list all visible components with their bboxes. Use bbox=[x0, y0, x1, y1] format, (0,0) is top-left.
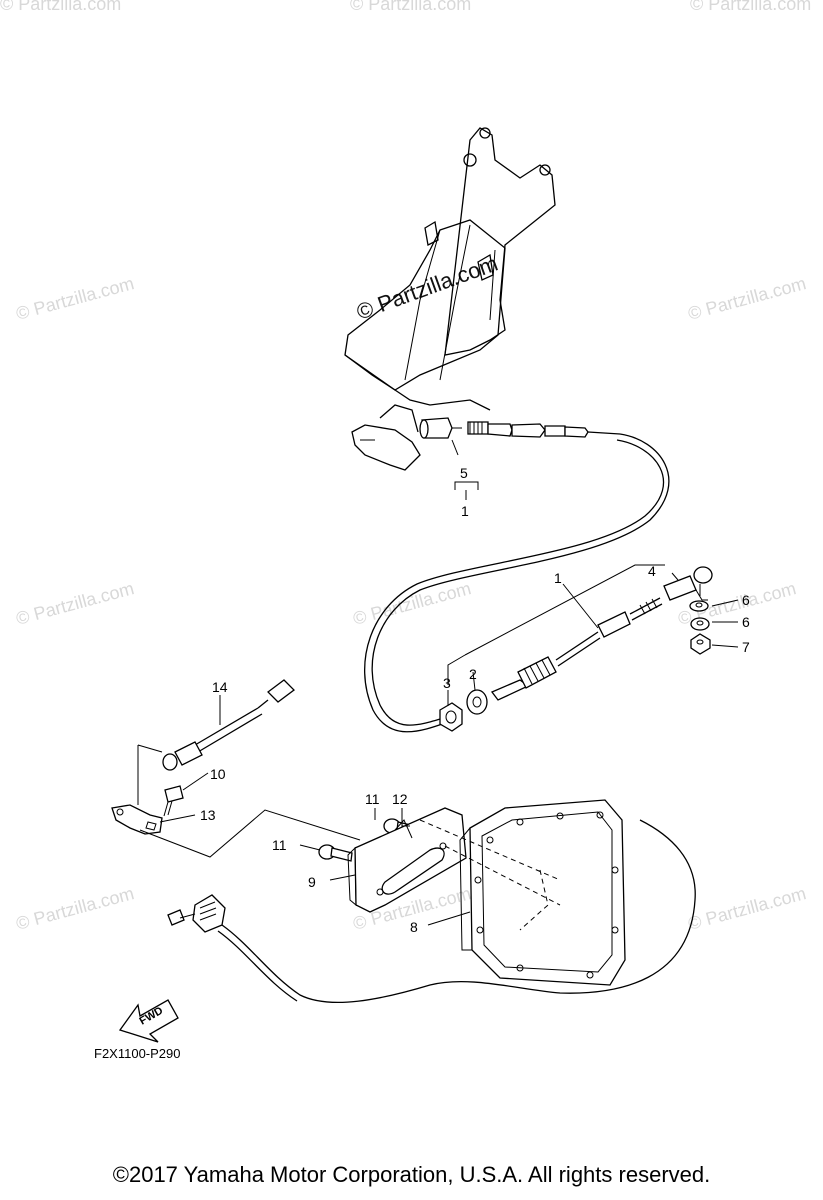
callout-8: 8 bbox=[410, 919, 418, 935]
callout-1-group: 1 bbox=[461, 503, 469, 519]
part-8-cover bbox=[459, 799, 626, 986]
diagram-code: F2X1100-P290 bbox=[94, 1046, 181, 1061]
callout-13: 13 bbox=[200, 807, 216, 823]
callout-5: 5 bbox=[460, 465, 468, 481]
part-9-plate bbox=[347, 807, 467, 913]
callout-7: 7 bbox=[742, 639, 750, 655]
cable-upper-end bbox=[467, 421, 621, 438]
part-4-ball-joint bbox=[663, 566, 713, 601]
callout-6a: 6 bbox=[742, 592, 750, 608]
callout-4: 4 bbox=[648, 563, 656, 579]
part-7-nut bbox=[690, 633, 711, 655]
watermark-right-1: © Partzilla.com bbox=[686, 273, 808, 324]
callout-11a: 11 bbox=[365, 791, 380, 807]
wire-harness bbox=[167, 819, 696, 1004]
watermark-center-2: © Partzilla.com bbox=[351, 578, 473, 629]
watermark-right-3: © Partzilla.com bbox=[686, 883, 808, 934]
part-6-washer-b bbox=[690, 617, 710, 631]
callout-6b: 6 bbox=[742, 614, 750, 630]
part-13-bracket bbox=[111, 804, 163, 835]
part-5-sleeve bbox=[419, 417, 462, 439]
watermark-top-right: © Partzilla.com bbox=[690, 0, 811, 14]
callouts: 5 1 1 2 3 4 6 6 7 8 9 10 11 11 12 13 14 bbox=[200, 465, 750, 935]
callout-3: 3 bbox=[443, 675, 451, 691]
part-2-washer bbox=[466, 689, 488, 715]
part-14-cable bbox=[162, 679, 295, 771]
part-1-shift-cable bbox=[364, 433, 670, 733]
callout-2: 2 bbox=[469, 666, 477, 682]
watermark-left-1: © Partzilla.com bbox=[14, 273, 136, 324]
callout-9: 9 bbox=[308, 874, 316, 890]
callout-10: 10 bbox=[210, 766, 226, 782]
part-11-screw-lower bbox=[318, 844, 353, 862]
watermark-left-2: © Partzilla.com bbox=[14, 578, 136, 629]
copyright-notice: ©2017 Yamaha Motor Corporation, U.S.A. A… bbox=[112, 1162, 711, 1187]
callout-14: 14 bbox=[212, 679, 228, 695]
steering-column-housing bbox=[344, 127, 556, 471]
fwd-arrow-icon: FWD bbox=[118, 999, 179, 1043]
callout-12: 12 bbox=[392, 791, 408, 807]
cable-adjuster-assembly bbox=[490, 597, 663, 701]
leader-lines bbox=[137, 439, 739, 931]
watermark-left-3: © Partzilla.com bbox=[14, 883, 136, 934]
callout-1: 1 bbox=[554, 570, 562, 586]
watermark-top-center: © Partzilla.com bbox=[350, 0, 471, 14]
part-3-nut bbox=[439, 702, 463, 732]
part-10-bolt bbox=[163, 785, 184, 817]
part-6-washer-a bbox=[689, 600, 709, 612]
watermark-top-left: © Partzilla.com bbox=[0, 0, 121, 14]
callout-11b: 11 bbox=[272, 837, 287, 853]
